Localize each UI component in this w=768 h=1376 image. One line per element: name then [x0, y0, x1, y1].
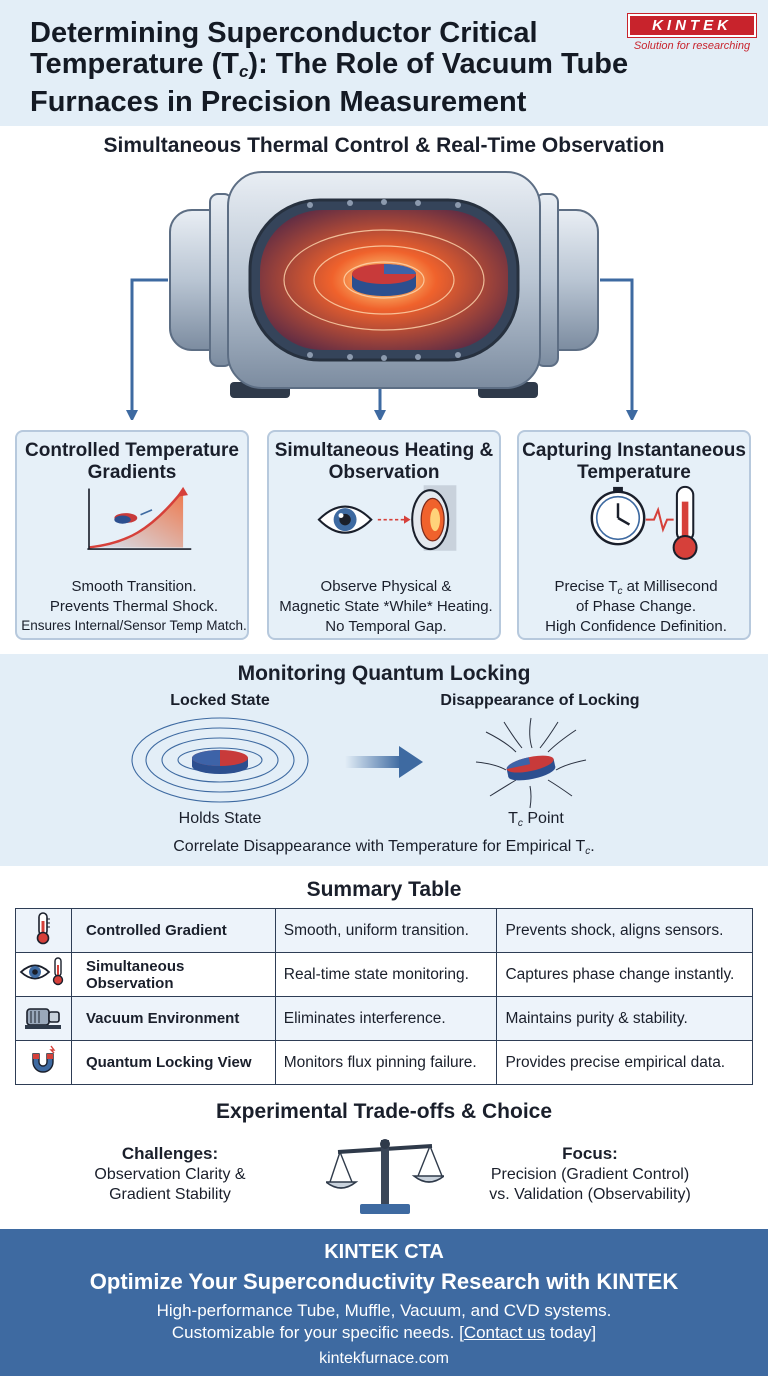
- line-text: at Millisecond: [622, 578, 718, 595]
- page-title: Determining Superconductor Critical Temp…: [30, 18, 670, 118]
- logo-wordmark: KINTEK: [627, 13, 757, 38]
- card-line: of Phase Change.: [575, 598, 697, 615]
- section-title-thermal: Simultaneous Thermal Control & Real-Time…: [103, 134, 665, 157]
- thermometer-icon: [37, 912, 51, 945]
- card-title: Capturing Instantaneous Temperature: [522, 440, 746, 483]
- focus-label: Focus:: [562, 1144, 618, 1163]
- connector-right: [600, 278, 634, 418]
- row-name: Simultaneous Observation: [70, 952, 276, 997]
- clock-thermometer-icon: [590, 485, 698, 560]
- transition-arrow-icon: [345, 746, 423, 778]
- vacuum-tube-furnace-illustration: [126, 171, 638, 420]
- caption-text: T: [508, 810, 518, 827]
- challenges-line: Gradient Stability: [109, 1186, 231, 1203]
- quantum-note: Correlate Disappearance with Temperature…: [0, 838, 768, 857]
- row-icon-cell: [15, 952, 72, 997]
- section-title-summary: Summary Table: [306, 878, 462, 901]
- caption-text: Point: [522, 810, 564, 827]
- caption-subscript: c: [517, 818, 523, 829]
- magnet-icon: [32, 1045, 56, 1073]
- title-part2: ): The Role of Vacuum Tube Furnaces in P…: [30, 48, 629, 118]
- card-line: High Confidence Definition.: [545, 618, 727, 635]
- table-row: Quantum Locking View Monitors flux pinni…: [15, 1040, 753, 1085]
- row-name: Quantum Locking View: [70, 1040, 276, 1085]
- title-part1: Determining Superconductor Critical Temp…: [30, 17, 538, 80]
- focus-line: vs. Validation (Observability): [489, 1186, 691, 1203]
- card-instantaneous-temperature: Capturing Instantaneous Temperature Prec…: [517, 430, 751, 640]
- locked-state-diagram: [131, 717, 309, 803]
- disappearance-diagram: [475, 717, 587, 809]
- table-row: Controlled Gradient Smooth, uniform tran…: [15, 908, 753, 953]
- card-title: Simultaneous Heating & Observation: [274, 440, 494, 483]
- card-line: Ensures Internal/Sensor Temp Match.: [21, 618, 247, 633]
- card-line: Prevents Thermal Shock.: [49, 598, 219, 615]
- row-benefit: Prevents shock, aligns sensors.: [496, 908, 753, 953]
- table-row: Simultaneous Observation Real-time state…: [15, 952, 753, 997]
- connector-left: [130, 278, 168, 418]
- card-controlled-gradients: Controlled Temperature Gradients Smooth …: [15, 430, 249, 640]
- cta-footer: KINTEK CTA Optimize Your Superconductivi…: [0, 1229, 768, 1376]
- note-text: .: [590, 838, 595, 855]
- card-title: Controlled Temperature Gradients: [25, 440, 239, 483]
- card-simultaneous-heating: Simultaneous Heating & Observation Obser…: [267, 430, 501, 640]
- table-row: Vacuum Environment Eliminates interferen…: [15, 996, 753, 1041]
- row-effect: Real-time state monitoring.: [274, 952, 498, 997]
- disappearance-label: Disappearance of Locking: [440, 692, 640, 709]
- cta-headline: Optimize Your Superconductivity Research…: [89, 1269, 679, 1294]
- logo-tagline: Solution for researching: [633, 40, 751, 52]
- section-title-quantum: Monitoring Quantum Locking: [237, 662, 531, 685]
- focus-line: Precision (Gradient Control): [490, 1166, 690, 1183]
- row-icon-cell: [15, 996, 72, 1041]
- website-link[interactable]: kintekfurnace.com: [319, 1350, 449, 1367]
- kintek-logo[interactable]: KINTEK Solution for researching: [627, 13, 757, 52]
- balance-scale-icon: [326, 1139, 444, 1214]
- card-line: Observe Physical &: [320, 578, 452, 595]
- challenges-line: Observation Clarity &: [94, 1166, 246, 1183]
- row-effect: Smooth, uniform transition.: [274, 908, 498, 953]
- gradient-chart-icon: [87, 486, 192, 550]
- vacuum-pump-icon: [25, 1008, 62, 1029]
- note-text: Correlate Disappearance with Temperature…: [173, 838, 586, 855]
- contact-us-link[interactable]: Contact us: [463, 1323, 546, 1342]
- tc-point-caption: Tc Point: [436, 810, 636, 829]
- title-subscript: c: [238, 62, 249, 81]
- row-effect: Eliminates interference.: [274, 996, 498, 1041]
- challenges-label: Challenges:: [121, 1144, 219, 1163]
- row-benefit: Maintains purity & stability.: [496, 996, 753, 1041]
- challenges-block: Challenges: Observation Clarity & Gradie…: [60, 1144, 280, 1205]
- cta-label: KINTEK CTA: [324, 1241, 444, 1263]
- card-line: Magnetic State *While* Heating.: [279, 598, 493, 615]
- card-line-tc: Precise Tc at Millisecond: [523, 578, 749, 597]
- card-line: No Temporal Gap.: [325, 618, 447, 635]
- cta-description: High-performance Tube, Muffle, Vacuum, a…: [156, 1301, 612, 1320]
- line-subscript: c: [617, 586, 623, 597]
- line-text: Precise T: [554, 578, 618, 595]
- holds-state-caption: Holds State: [178, 810, 262, 827]
- row-benefit: Captures phase change instantly.: [496, 952, 753, 997]
- cta-customizable: Customizable for your specific needs. [C…: [0, 1323, 768, 1343]
- row-name: Controlled Gradient: [70, 908, 276, 953]
- card-line: Smooth Transition.: [71, 578, 197, 595]
- eye-thermometer-icon: [20, 957, 64, 986]
- eye-observation-icon: [317, 485, 457, 551]
- row-effect: Monitors flux pinning failure.: [274, 1040, 498, 1085]
- cta-text: Customizable for your specific needs. [: [171, 1323, 464, 1342]
- section-title-tradeoffs: Experimental Trade-offs & Choice: [215, 1100, 553, 1123]
- row-icon-cell: [15, 908, 72, 953]
- row-name: Vacuum Environment: [70, 996, 276, 1041]
- locked-state-label: Locked State: [170, 692, 270, 709]
- note-subscript: c: [585, 846, 591, 857]
- focus-block: Focus: Precision (Gradient Control) vs. …: [470, 1144, 710, 1205]
- summary-table: Controlled Gradient Smooth, uniform tran…: [15, 908, 753, 1085]
- row-icon-cell: [15, 1040, 72, 1085]
- cta-text: today]: [545, 1323, 597, 1342]
- row-benefit: Provides precise empirical data.: [496, 1040, 753, 1085]
